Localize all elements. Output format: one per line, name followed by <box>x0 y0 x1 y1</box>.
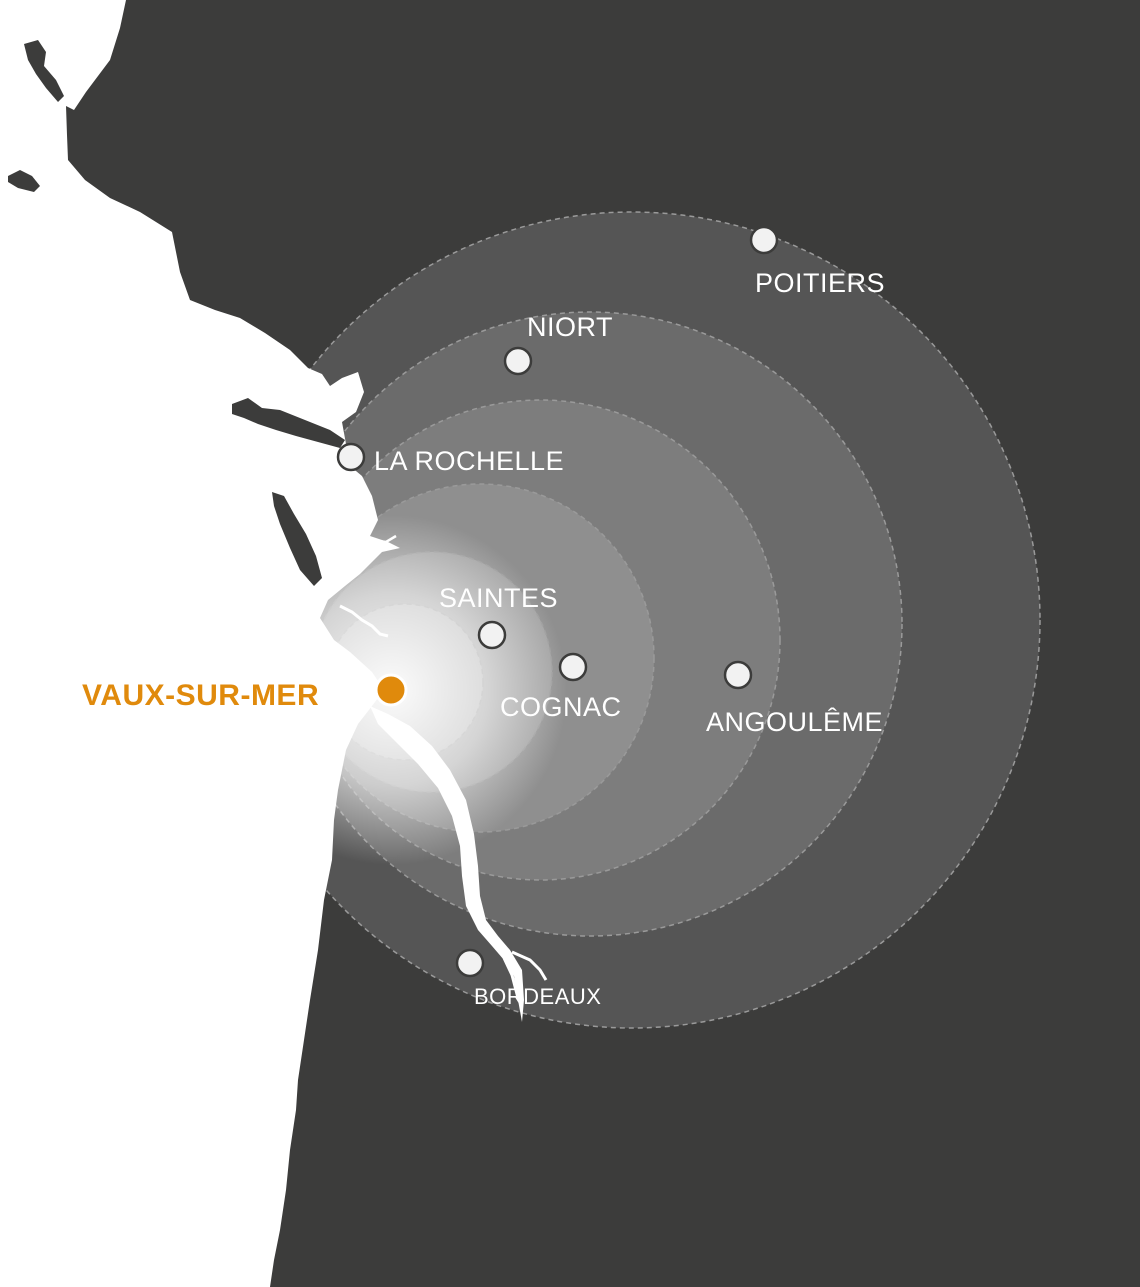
city-label-niort: NIORT <box>527 312 614 342</box>
city-marker-niort[interactable] <box>503 346 533 376</box>
city-marker-bordeaux[interactable] <box>455 948 485 978</box>
city-label-bordeaux: BORDEAUX <box>474 984 602 1009</box>
city-marker-saintes[interactable] <box>477 620 507 650</box>
island-ile-de-re <box>232 398 345 448</box>
city-label-cognac: COGNAC <box>500 692 622 722</box>
charente-river <box>369 534 397 544</box>
city-label-angouleme: ANGOULÊME <box>706 707 884 737</box>
island-ile-d-yeu <box>8 170 40 192</box>
city-markers <box>336 225 779 978</box>
island-noirmoutier <box>24 40 64 102</box>
city-marker-angouleme[interactable] <box>723 660 753 690</box>
peninsula-cap-ferret <box>300 1054 370 1110</box>
city-label-poitiers: POITIERS <box>755 268 886 298</box>
dordogne-river <box>511 950 548 981</box>
city-marker-poitiers[interactable] <box>749 225 779 255</box>
home-location-label: VAUX-SUR-MER <box>82 679 320 712</box>
city-label-saintes: SAINTES <box>439 583 559 613</box>
gironde-estuary <box>370 706 524 1022</box>
city-marker-cognac[interactable] <box>558 652 588 682</box>
garonne-river <box>502 957 520 999</box>
seudre-marshes <box>339 604 389 638</box>
city-label-la-rochelle: LA ROCHELLE <box>374 446 565 476</box>
sea-atlantic <box>0 0 400 1287</box>
city-marker-la-rochelle[interactable] <box>336 442 366 472</box>
island-ile-d-oleron <box>272 492 322 586</box>
location-marker-icon[interactable] <box>374 673 408 707</box>
